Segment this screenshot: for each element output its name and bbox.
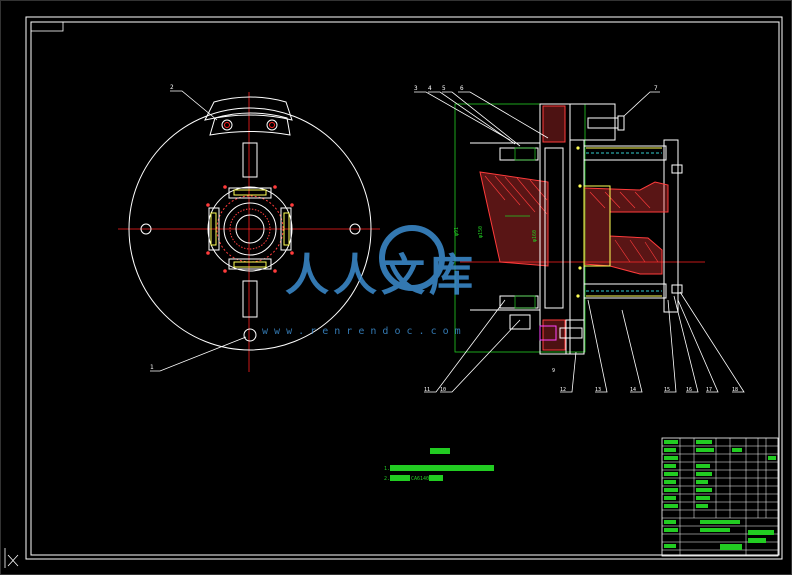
watermark: 人人文库 w w w . r e n r e n d o c . c o m <box>262 225 477 337</box>
dim-text-1: φ91 <box>454 227 460 236</box>
ucs-marker <box>4 548 19 568</box>
outer-disc <box>128 107 372 351</box>
leader-16: 16 <box>686 387 692 393</box>
front-view: 2 1 <box>118 84 380 372</box>
cone-section <box>479 171 549 267</box>
svg-text:1.: 1. <box>384 466 390 472</box>
technical-notes: 1. 2. CA6140 <box>384 448 494 482</box>
workpiece-section <box>583 181 669 275</box>
corner-tag <box>30 21 64 32</box>
leader-4: 4 <box>428 85 432 92</box>
watermark-glyphs: 人人文库 <box>285 250 477 301</box>
leader-18: 18 <box>732 387 738 393</box>
leader-3: 3 <box>414 85 418 92</box>
svg-text:2.: 2. <box>384 476 390 482</box>
section-view: φ91 φ150 φ160 3 4 5 6 7 11 10 <box>414 85 745 393</box>
leader-7: 7 <box>654 85 658 92</box>
leader-14: 14 <box>630 387 636 393</box>
leader-17: 17 <box>706 387 712 393</box>
leader-11: 11 <box>424 387 430 393</box>
leader-12: 12 <box>560 387 566 393</box>
dim-text-3: φ160 <box>532 230 538 242</box>
upper-slot <box>242 142 258 178</box>
inner-border <box>30 21 780 556</box>
dim-text-2: φ150 <box>478 226 484 238</box>
leader-2: 2 <box>170 84 174 91</box>
leader-13: 13 <box>595 387 601 393</box>
leader-9: 9 <box>552 368 555 374</box>
outer-border <box>25 16 783 560</box>
leader-5: 5 <box>442 85 446 92</box>
top-slot-block <box>204 96 293 121</box>
leader-15: 15 <box>664 387 670 393</box>
leader-1: 1 <box>150 364 154 371</box>
note-machine-model: CA6140 <box>411 476 429 482</box>
title-block <box>661 437 779 557</box>
leader-10: 10 <box>440 387 446 393</box>
leader-6: 6 <box>460 85 464 92</box>
lower-slot <box>242 280 258 318</box>
watermark-url: w w w . r e n r e n d o c . c o m <box>262 326 461 337</box>
